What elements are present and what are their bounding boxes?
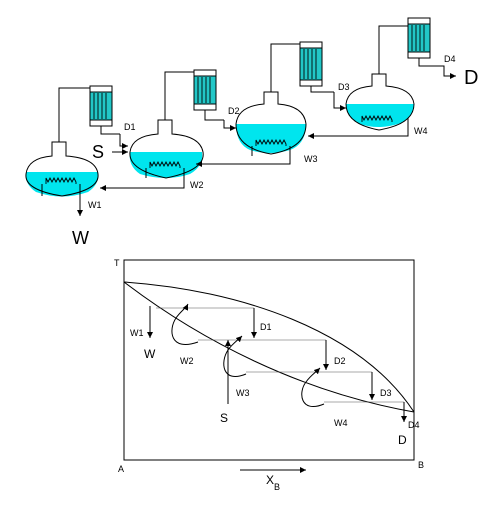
recycle-loop-w2 — [171, 303, 199, 345]
still-4-vessel — [345, 73, 415, 131]
diagram-label-w1: W1 — [130, 328, 144, 338]
stage-4-distillate-label: D4 — [444, 54, 456, 64]
still-1-vessel — [25, 141, 99, 197]
still-3-heating-coil — [255, 138, 287, 146]
diagram-label-w2: W2 — [180, 356, 194, 366]
schematic-feed-label: S — [92, 142, 104, 162]
temperature-axis-label: T — [114, 258, 120, 268]
stage-2-waste-label: W2 — [190, 180, 204, 190]
schematic-waste-label: W — [72, 228, 89, 248]
condenser-1 — [89, 91, 113, 121]
corner-label-b: B — [418, 460, 424, 470]
still-2-vessel — [129, 119, 204, 179]
condenser-2 — [193, 75, 217, 105]
diagram-label-w4: W4 — [334, 418, 348, 428]
dew-curve — [123, 281, 415, 413]
phase-diagram-frame — [123, 259, 415, 461]
corner-label-a: A — [118, 464, 124, 474]
still-3-liquid — [236, 124, 306, 153]
diagram-label-d4: D4 — [408, 420, 420, 430]
still-4-heating-coil — [361, 114, 393, 122]
stage-4-waste-label: W4 — [414, 126, 428, 136]
stage-1-distillate-label: D1 — [124, 122, 136, 132]
composition-axis-subscript: B — [274, 482, 280, 492]
diagram-label-d1: D1 — [260, 322, 272, 332]
still-1-liquid — [25, 172, 99, 197]
schematic-distillate-label: D — [464, 67, 478, 89]
diagram-label-d3: D3 — [380, 388, 392, 398]
phase-diagram: T A B X B W1 W W2 D1 D2 W3 S D3 W4 D4 D — [114, 258, 424, 492]
process-schematic: S W D D1 D2 D3 D4 W1 W2 W3 W4 — [25, 17, 478, 248]
still-2-liquid — [129, 152, 203, 178]
condenser-4 — [407, 23, 431, 53]
still-2 — [100, 69, 224, 191]
still-1 — [25, 85, 120, 216]
tie-lines — [156, 307, 404, 403]
recycle-loop-w4 — [301, 367, 325, 407]
diagram-label-d2: D2 — [334, 356, 346, 366]
diagram-distillate-label: D — [398, 433, 407, 447]
still-2-heating-coil — [149, 160, 181, 168]
still-3 — [196, 41, 334, 167]
condenser-1-top-cap — [89, 85, 113, 93]
diagram-label-w3: W3 — [236, 388, 250, 398]
still-4 — [308, 17, 456, 139]
stage-2-distillate-label: D2 — [228, 106, 240, 116]
still-4-liquid — [346, 104, 414, 127]
diagram-waste-label: W — [144, 347, 156, 361]
stage-3-waste-label: W3 — [304, 154, 318, 164]
still-3-vessel — [235, 91, 307, 155]
recycle-loop-w3 — [223, 335, 247, 377]
bubble-curve — [123, 281, 415, 413]
composition-axis-label: X — [266, 473, 274, 487]
stage-1-waste-label: W1 — [88, 200, 102, 210]
diagram-feed-label: S — [220, 411, 228, 425]
stage-3-distillate-label: D3 — [338, 82, 350, 92]
condenser-3 — [299, 47, 323, 81]
still-1-heating-coil — [45, 176, 77, 184]
